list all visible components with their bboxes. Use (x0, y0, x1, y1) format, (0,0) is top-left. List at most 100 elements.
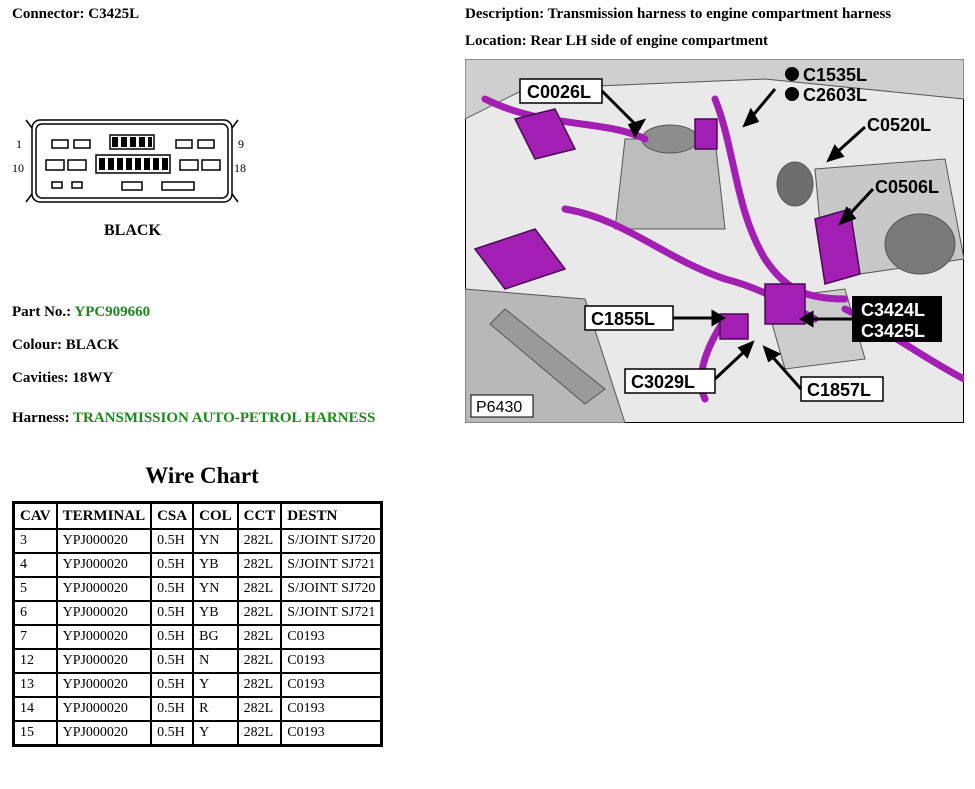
cell-col: YN (192, 528, 239, 554)
callout-c1535l: C1535L (803, 65, 867, 85)
wire-chart-title: Wire Chart (145, 463, 259, 488)
cell-terminal: YPJ000020 (55, 696, 153, 722)
location-value: Rear LH side of engine compartment (530, 33, 769, 49)
header-col: COL (192, 501, 239, 530)
cell-cav: 13 (12, 672, 58, 698)
cell-col: YB (192, 552, 239, 578)
cell-csa: 0.5H (150, 624, 195, 650)
cell-destn: S/JOINT SJ721 (280, 600, 383, 626)
cell-cav: 14 (12, 696, 58, 722)
cell-col: YB (192, 600, 239, 626)
cell-terminal: YPJ000020 (55, 552, 153, 578)
header-csa: CSA (150, 501, 195, 530)
cell-csa: 0.5H (150, 720, 195, 747)
cell-destn: S/JOINT SJ721 (280, 552, 383, 578)
cell-terminal: YPJ000020 (55, 672, 153, 698)
cell-col: N (192, 648, 239, 674)
cell-terminal: YPJ000020 (55, 600, 153, 626)
colour-label: Colour: (12, 337, 62, 353)
cell-cav: 7 (12, 624, 58, 650)
connector-value: C3425L (88, 6, 140, 22)
cell-col: Y (192, 672, 239, 698)
cell-terminal: YPJ000020 (55, 624, 153, 650)
callout-c1855l: C1855L (591, 309, 655, 329)
cell-csa: 0.5H (150, 672, 195, 698)
part-no-value: YPC909660 (74, 304, 151, 320)
photo-reference: P6430 (476, 399, 522, 416)
header-destn: DESTN (280, 501, 383, 530)
cell-cct: 282L (236, 600, 283, 626)
diagram-colour-label: BLACK (104, 222, 161, 239)
cell-csa: 0.5H (150, 552, 195, 578)
cell-col: BG (192, 624, 239, 650)
cell-col: R (192, 696, 239, 722)
connector-label: Connector: (12, 6, 85, 22)
cell-cav: 5 (12, 576, 58, 602)
cavities-label: Cavities: (12, 370, 69, 386)
cell-terminal: YPJ000020 (55, 576, 153, 602)
callout-c3424l: C3424L (861, 300, 925, 320)
cell-csa: 0.5H (150, 648, 195, 674)
callout-c3029l: C3029L (631, 372, 695, 392)
connector-location-photo: C0026L C1535L C2603L C0520L C0506L C1855… (465, 59, 964, 423)
cell-destn: C0193 (280, 696, 383, 722)
description-value: Transmission harness to engine compartme… (547, 6, 892, 22)
pin-label-18: 18 (234, 161, 246, 175)
cell-cct: 282L (236, 528, 283, 554)
cell-destn: S/JOINT SJ720 (280, 576, 383, 602)
cell-cct: 282L (236, 648, 283, 674)
cell-cav: 6 (12, 600, 58, 626)
cell-destn: C0193 (280, 624, 383, 650)
header-cav: CAV (12, 501, 58, 530)
header-terminal: TERMINAL (55, 501, 153, 530)
connector-line: Connector: C3425L (12, 6, 139, 23)
callout-c0026l: C0026L (527, 82, 591, 102)
cell-csa: 0.5H (150, 576, 195, 602)
location-line: Location: Rear LH side of engine compart… (465, 33, 768, 50)
cell-terminal: YPJ000020 (55, 528, 153, 554)
colour-value: BLACK (65, 337, 120, 353)
callout-c1857l: C1857L (807, 380, 871, 400)
callout-c0520l: C0520L (867, 115, 931, 135)
cell-destn: C0193 (280, 648, 383, 674)
harness-line: Harness: TRANSMISSION AUTO-PETROL HARNES… (12, 410, 375, 427)
wire-chart-header-row: CAV TERMINAL CSA COL CCT DESTN (12, 501, 383, 530)
cell-cct: 282L (236, 552, 283, 578)
colour-line: Colour: BLACK (12, 337, 119, 354)
cell-cct: 282L (236, 576, 283, 602)
part-no-line: Part No.: YPC909660 (12, 304, 150, 321)
cavities-value: 18WY (72, 370, 114, 386)
pin-label-10: 10 (12, 161, 24, 175)
connector-face-diagram: 1 9 10 18 BLACK (12, 119, 246, 239)
description-label: Description: (465, 6, 545, 22)
cell-cct: 282L (236, 696, 283, 722)
cell-destn: C0193 (280, 672, 383, 698)
harness-value: TRANSMISSION AUTO-PETROL HARNESS (72, 410, 376, 426)
cell-cct: 282L (236, 720, 283, 747)
cell-terminal: YPJ000020 (55, 720, 153, 747)
callout-c3425l: C3425L (861, 321, 925, 341)
cell-csa: 0.5H (150, 600, 195, 626)
callout-c2603l: C2603L (803, 85, 867, 105)
pin-label-9: 9 (238, 137, 244, 151)
callout-c0506l: C0506L (875, 177, 939, 197)
cell-cct: 282L (236, 672, 283, 698)
cell-csa: 0.5H (150, 528, 195, 554)
cell-cav: 12 (12, 648, 58, 674)
description-line: Description: Transmission harness to eng… (465, 6, 891, 23)
cell-col: Y (192, 720, 239, 747)
cell-terminal: YPJ000020 (55, 648, 153, 674)
harness-label: Harness: (12, 410, 70, 426)
cell-destn: S/JOINT SJ720 (280, 528, 383, 554)
header-cct: CCT (236, 501, 283, 530)
cell-cav: 15 (12, 720, 58, 747)
